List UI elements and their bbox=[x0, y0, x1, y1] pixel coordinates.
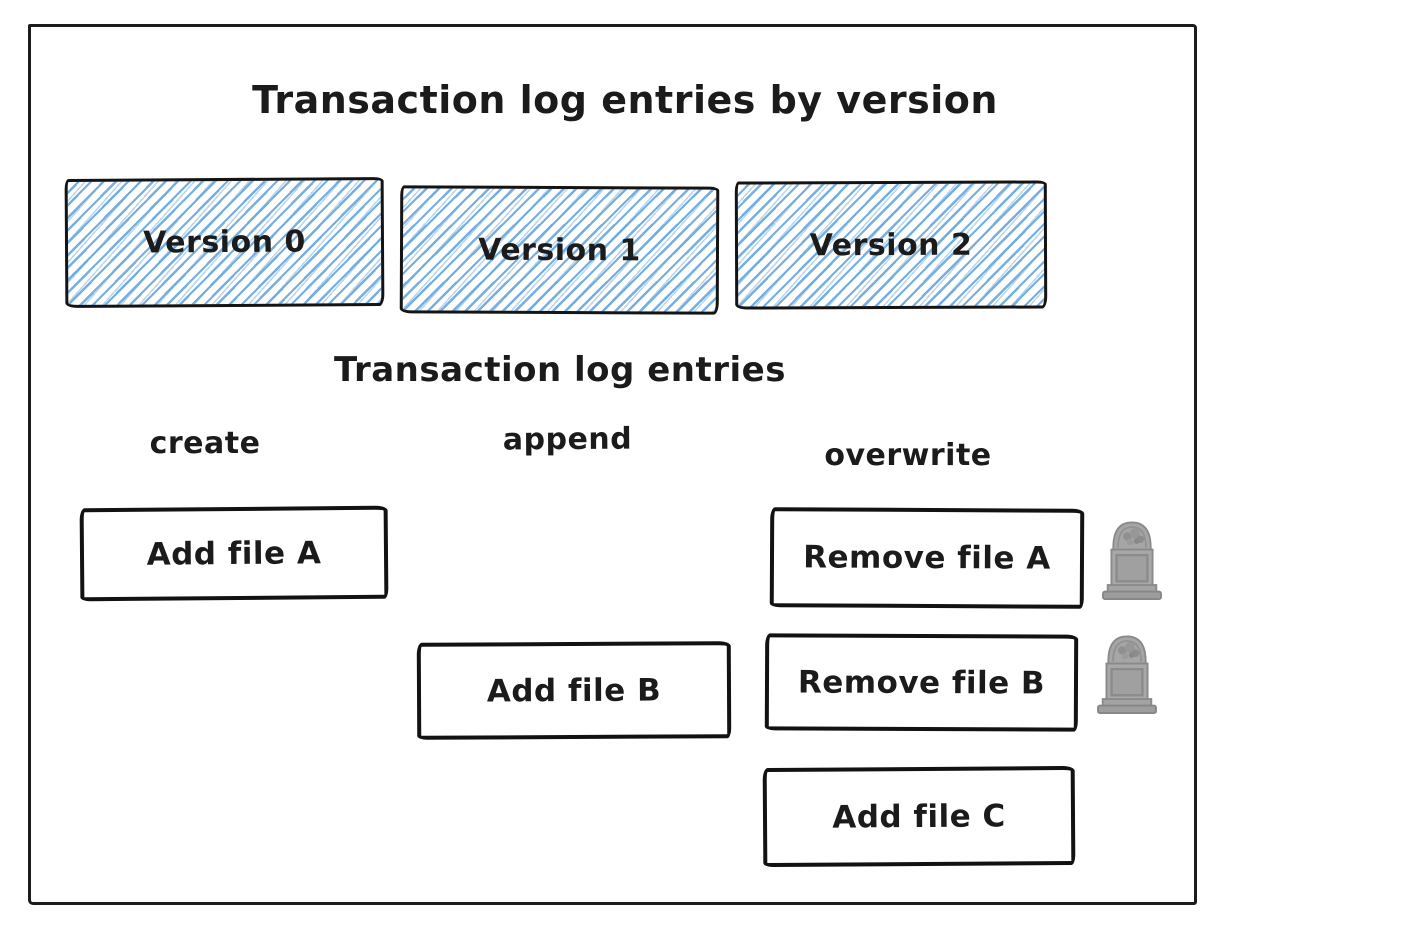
version-0-label: Version 0 bbox=[143, 224, 306, 261]
tombstone-icon bbox=[1094, 628, 1160, 714]
entry-add-file-c: Add file C bbox=[762, 765, 1076, 868]
column-label-append: append bbox=[502, 421, 633, 458]
entry-remove-file-a-label: Remove file A bbox=[803, 539, 1051, 577]
entry-add-file-b-label: Add file B bbox=[486, 672, 662, 709]
entry-add-file-a-label: Add file A bbox=[146, 534, 322, 573]
entry-remove-file-b-label: Remove file B bbox=[797, 663, 1046, 702]
version-0-box: Version 0 bbox=[64, 177, 385, 308]
entry-remove-file-a: Remove file A bbox=[769, 507, 1085, 609]
version-1-box: Version 1 bbox=[399, 185, 720, 315]
entry-add-file-c-label: Add file C bbox=[832, 797, 1006, 836]
entry-remove-file-b: Remove file B bbox=[764, 633, 1079, 732]
entry-add-file-b: Add file B bbox=[416, 641, 732, 740]
entry-add-file-a: Add file A bbox=[79, 505, 389, 602]
diagram-frame bbox=[28, 24, 1197, 905]
diagram-title: Transaction log entries by version bbox=[252, 78, 998, 122]
version-2-label: Version 2 bbox=[809, 227, 973, 263]
column-label-create: create bbox=[149, 426, 261, 461]
version-2-box: Version 2 bbox=[734, 180, 1048, 310]
column-label-overwrite: overwrite bbox=[824, 438, 992, 473]
section-title: Transaction log entries bbox=[334, 350, 786, 390]
tombstone-icon bbox=[1099, 514, 1165, 600]
version-1-label: Version 1 bbox=[478, 232, 641, 268]
